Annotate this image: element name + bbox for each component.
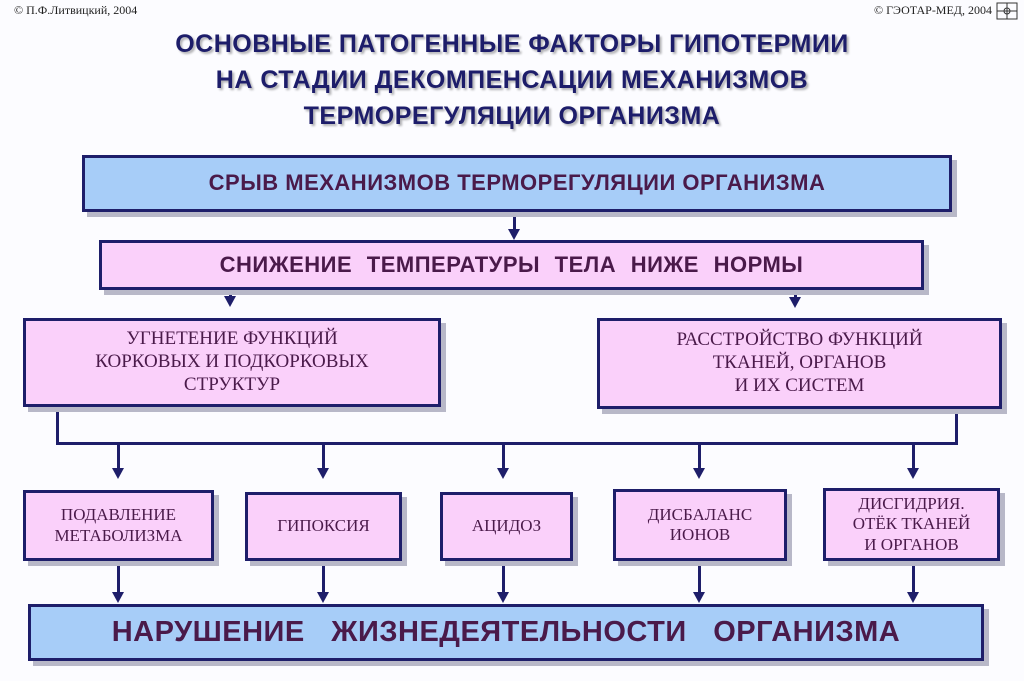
arrow-from-factor-3: [497, 592, 509, 603]
branch-3: [502, 445, 505, 468]
arrow-from-factor-1: [112, 592, 124, 603]
factor-acidosis: АЦИДОЗ: [440, 492, 573, 561]
factor-4-down: [698, 560, 701, 592]
connector-top-to-temp: [513, 211, 516, 229]
arrow-to-factor-1: [112, 468, 124, 479]
factor-5-line-3: И ОРГАНОВ: [864, 534, 959, 554]
connector-temp-to-left: [229, 288, 232, 296]
bracket-right-down: [955, 407, 958, 445]
factor-2-down: [322, 560, 325, 592]
node-vital-activity-disruption-label: НАРУШЕНИЕ ЖИЗНЕДЕЯТЕЛЬНОСТИ ОРГАНИЗМА: [111, 616, 901, 649]
node-vital-activity-disruption: НАРУШЕНИЕ ЖИЗНЕДЕЯТЕЛЬНОСТИ ОРГАНИЗМА: [28, 604, 984, 661]
factor-1-down: [117, 560, 120, 592]
branch-5: [912, 445, 915, 468]
factor-metabolism-suppression: ПОДАВЛЕНИЕ МЕТАБОЛИЗМА: [23, 490, 214, 561]
factor-5-line-2: ОТЁК ТКАНЕЙ: [852, 514, 971, 534]
factor-ion-imbalance: ДИСБАЛАНС ИОНОВ: [613, 489, 787, 561]
factor-5-down: [912, 560, 915, 592]
factor-dyshydria-edema: ДИСГИДРИЯ. ОТЁК ТКАНЕЙ И ОРГАНОВ: [823, 488, 1000, 561]
title-line-2: НА СТАДИИ ДЕКОМПЕНСАЦИИ МЕХАНИЗМОВ: [215, 66, 809, 94]
branch-1: [117, 445, 120, 468]
arrow-to-temp: [508, 229, 520, 240]
arrow-to-left-mid: [224, 296, 236, 307]
publisher-logo-icon: [996, 2, 1018, 20]
node-temperature-drop-label: СНИЖЕНИЕ ТЕМПЕРАТУРЫ ТЕЛА НИЖЕ НОРМЫ: [219, 251, 804, 277]
branch-4: [698, 445, 701, 468]
arrow-to-right-mid: [789, 297, 801, 308]
arrow-to-factor-4: [693, 468, 705, 479]
node-cortical-depression: УГНЕТЕНИЕ ФУНКЦИЙ КОРКОВЫХ И ПОДКОРКОВЫХ…: [23, 318, 441, 407]
arrow-from-factor-5: [907, 592, 919, 603]
arrow-from-factor-2: [317, 592, 329, 603]
arrow-to-factor-5: [907, 468, 919, 479]
node-temperature-drop: СНИЖЕНИЕ ТЕМПЕРАТУРЫ ТЕЛА НИЖЕ НОРМЫ: [99, 240, 924, 290]
factor-3-down: [502, 560, 505, 592]
bracket-horizontal: [56, 442, 958, 445]
factor-1-line-2: МЕТАБОЛИЗМА: [54, 525, 183, 545]
node-thermoregulation-breakdown-label: СРЫВ МЕХАНИЗМОВ ТЕРМОРЕГУЛЯЦИИ ОРГАНИЗМА: [208, 170, 826, 196]
factor-4-line-1: ДИСБАЛАНС: [647, 504, 753, 524]
factor-2-line-1: ГИПОКСИЯ: [277, 516, 370, 536]
node-thermoregulation-breakdown: СРЫВ МЕХАНИЗМОВ ТЕРМОРЕГУЛЯЦИИ ОРГАНИЗМА: [82, 155, 952, 212]
factor-hypoxia: ГИПОКСИЯ: [245, 492, 402, 561]
arrow-to-factor-2: [317, 468, 329, 479]
title-line-3: ТЕРМОРЕГУЛЯЦИИ ОРГАНИЗМА: [303, 102, 721, 130]
node-organ-dysfunction: РАССТРОЙСТВО ФУНКЦИЙ ТКАНЕЙ, ОРГАНОВ И И…: [597, 318, 1002, 409]
node-organ-dysfunction-line-1: РАССТРОЙСТВО ФУНКЦИЙ: [676, 329, 923, 351]
node-organ-dysfunction-line-2: ТКАНЕЙ, ОРГАНОВ: [712, 352, 887, 374]
node-organ-dysfunction-line-3: И ИХ СИСТЕМ: [734, 374, 865, 396]
node-cortical-depression-line-2: КОРКОВЫХ И ПОДКОРКОВЫХ: [95, 351, 369, 373]
title-line-1: ОСНОВНЫЕ ПАТОГЕННЫЕ ФАКТОРЫ ГИПОТЕРМИИ: [175, 30, 849, 58]
arrow-from-factor-4: [693, 592, 705, 603]
connector-temp-to-right: [794, 288, 797, 297]
branch-2: [322, 445, 325, 468]
arrow-to-factor-3: [497, 468, 509, 479]
factor-1-line-1: ПОДАВЛЕНИЕ: [60, 505, 177, 525]
copyright-left: © П.Ф.Литвицкий, 2004: [14, 3, 138, 17]
copyright-right: © ГЭОТАР-МЕД, 2004: [873, 3, 992, 17]
factor-4-line-2: ИОНОВ: [669, 525, 731, 544]
node-cortical-depression-line-3: СТРУКТУР: [183, 373, 281, 395]
bracket-left-down: [56, 405, 59, 445]
node-cortical-depression-line-1: УГНЕТЕНИЕ ФУНКЦИЙ: [126, 328, 338, 350]
factor-5-line-1: ДИСГИДРИЯ.: [858, 493, 965, 513]
factor-3-line-1: АЦИДОЗ: [471, 516, 542, 536]
